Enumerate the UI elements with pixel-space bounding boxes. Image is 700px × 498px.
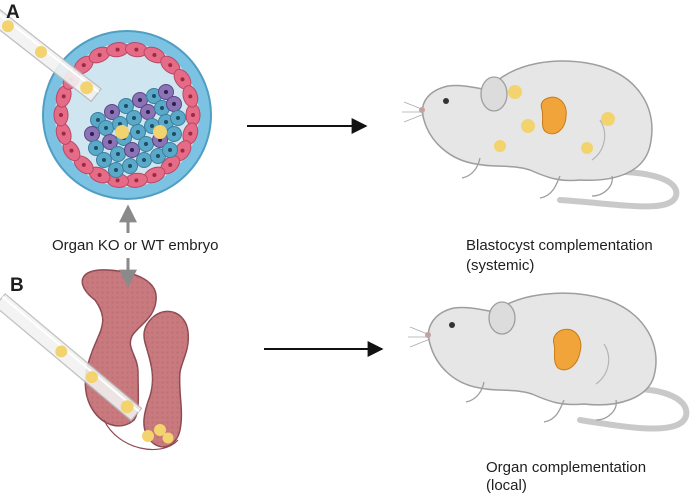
cell-nucleus bbox=[81, 63, 86, 68]
cell-nucleus bbox=[134, 47, 139, 52]
cell-nucleus bbox=[150, 124, 154, 128]
cell-nucleus bbox=[118, 122, 122, 126]
inner-cell-mass bbox=[84, 84, 186, 178]
cell-nucleus bbox=[115, 47, 120, 52]
cell-nucleus bbox=[102, 158, 106, 162]
mouse-systemic bbox=[402, 60, 680, 210]
cell-nucleus bbox=[59, 113, 63, 117]
donor-cell bbox=[153, 125, 167, 139]
outcome-local-line1: Organ complementation bbox=[486, 459, 647, 476]
cell-nucleus bbox=[61, 94, 66, 99]
cell-nucleus bbox=[134, 178, 139, 183]
cell-nucleus bbox=[69, 148, 74, 153]
blastocyst bbox=[42, 30, 212, 200]
cell-nucleus bbox=[115, 178, 120, 183]
cell-nucleus bbox=[172, 102, 176, 106]
cell-nucleus bbox=[164, 90, 168, 94]
injection-pipette-b bbox=[0, 292, 143, 422]
cell-nucleus bbox=[164, 120, 168, 124]
cell-nucleus bbox=[96, 118, 100, 122]
cell-nucleus bbox=[94, 146, 98, 150]
cell-nucleus bbox=[168, 63, 173, 68]
cell-nucleus bbox=[180, 77, 185, 82]
cell-nucleus bbox=[191, 113, 195, 117]
cell-nucleus bbox=[97, 52, 102, 57]
cell-nucleus bbox=[132, 116, 136, 120]
cell-nucleus bbox=[172, 132, 176, 136]
cell-nucleus bbox=[146, 110, 150, 114]
cell-nucleus bbox=[114, 168, 118, 172]
cell-nucleus bbox=[116, 152, 120, 156]
cell-nucleus bbox=[108, 140, 112, 144]
cell-nucleus bbox=[130, 148, 134, 152]
mouse-local bbox=[408, 292, 690, 432]
cell-nucleus bbox=[81, 162, 86, 167]
cell-nucleus bbox=[142, 158, 146, 162]
cell-nucleus bbox=[188, 94, 193, 99]
cell-nucleus bbox=[138, 98, 142, 102]
cell-nucleus bbox=[168, 148, 172, 152]
panel-label-a: A bbox=[6, 2, 20, 23]
cell-nucleus bbox=[97, 173, 102, 178]
cell-nucleus bbox=[188, 131, 193, 136]
cell-nucleus bbox=[90, 132, 94, 136]
cell-nucleus bbox=[110, 110, 114, 114]
cell-nucleus bbox=[124, 104, 128, 108]
cell-nucleus bbox=[128, 164, 132, 168]
cell-nucleus bbox=[61, 131, 66, 136]
whiskers bbox=[402, 101, 425, 123]
cell-nucleus bbox=[156, 154, 160, 158]
cell-nucleus bbox=[176, 116, 180, 120]
donor-cell bbox=[115, 125, 129, 139]
cell-nucleus bbox=[168, 162, 173, 167]
cell-nucleus bbox=[152, 52, 157, 57]
cell-nucleus bbox=[152, 94, 156, 98]
cell-nucleus bbox=[158, 138, 162, 142]
embryonic-organ bbox=[81, 269, 190, 451]
cell-nucleus bbox=[152, 173, 157, 178]
cell-nucleus bbox=[180, 148, 185, 153]
cell-nucleus bbox=[104, 126, 108, 130]
cell-nucleus bbox=[136, 130, 140, 134]
cell-nucleus bbox=[144, 142, 148, 146]
cell-nucleus bbox=[160, 106, 164, 110]
center-label: Organ KO or WT embryo bbox=[52, 237, 219, 254]
whiskers bbox=[408, 326, 431, 348]
outcome-systemic-line2: (systemic) bbox=[466, 257, 535, 274]
outcome-systemic-line1: Blastocyst complementation bbox=[466, 237, 653, 254]
outcome-local-line2: (local) bbox=[486, 477, 527, 494]
trophoblast-cells bbox=[53, 42, 201, 188]
panel-label-b: B bbox=[10, 275, 24, 296]
injection-pipette-a bbox=[0, 0, 102, 103]
